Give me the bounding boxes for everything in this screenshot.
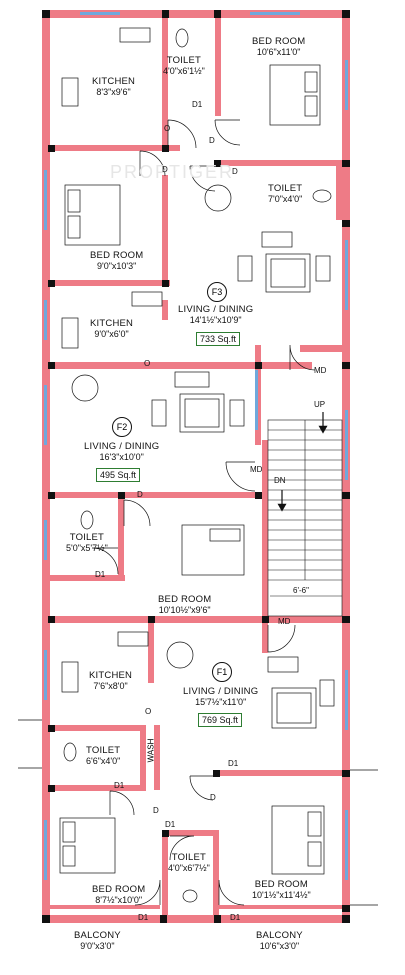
stair-width-tag: 6'-6" (293, 586, 309, 595)
staircase (267, 412, 343, 617)
door-tag: D (232, 167, 238, 176)
opening-tag: O (164, 124, 171, 133)
bed-f1-left-dim: 8'7½"x10'0" (95, 895, 143, 905)
bed-f1-right-dim: 10'1½"x11'4½" (252, 890, 311, 900)
bed-f1-left-label: BED ROOM 8'7½"x10'0" (92, 884, 145, 906)
toilet-top-dim: 4'0"x6'1½" (163, 66, 205, 76)
bed-f1-left-title: BED ROOM (92, 884, 146, 895)
bed-f3-left-dim: 9'0"x10'3" (96, 261, 137, 271)
kitchen-f2-label: KITCHEN 9'0"x6'0" (90, 318, 133, 340)
furniture (59, 27, 335, 903)
living-f2-title: LIVING / DINING (84, 441, 160, 452)
door-tag: D (137, 490, 143, 499)
bed-f2-dim: 10'10½"x9'6" (158, 605, 211, 615)
toilet-f1-dim: 6'6"x4'0" (86, 756, 121, 766)
toilet-top-label: TOILET 4'0"x6'1½" (163, 55, 205, 77)
balcony-right-title: BALCONY (256, 930, 303, 941)
bed-top-right-dim: 10'6"x11'0" (256, 47, 301, 57)
bed-f3-left-title: BED ROOM (90, 250, 144, 261)
flat-f2-marker: F2 (112, 417, 132, 437)
bed-top-right-label: BED ROOM 10'6"x11'0" (252, 36, 305, 58)
bed-f1-right-title: BED ROOM (254, 879, 309, 890)
balcony-right-label: BALCONY 10'6"x3'0" (256, 930, 303, 952)
kitchen-f1-dim: 7'6"x8'0" (93, 681, 128, 691)
door-tag: D (153, 806, 159, 815)
living-f3-label: LIVING / DINING 14'1½"x10'9" (178, 304, 253, 326)
kitchen-top-label: KITCHEN 8'3"x9'6" (92, 76, 135, 98)
opening-tag: O (145, 707, 152, 716)
toilet-f1-label: TOILET 6'6"x4'0" (86, 745, 120, 767)
door-swings (91, 119, 316, 906)
toilet-f1-mid-title: TOILET (171, 852, 207, 863)
main-door-tag: MD (314, 366, 327, 375)
main-door-tag: MD (250, 465, 263, 474)
bed-f2-label: BED ROOM 10'10½"x9'6" (158, 594, 211, 616)
kitchen-top-title: KITCHEN (92, 76, 136, 87)
door-tag: D (210, 793, 216, 802)
toilet-f3-title: TOILET (268, 183, 303, 194)
door-tag: D1 (192, 100, 203, 109)
bed-top-right-title: BED ROOM (252, 36, 306, 47)
living-f1-label: LIVING / DINING 15'7½"x11'0" (183, 686, 258, 708)
flat-f1-marker: F1 (212, 662, 232, 682)
door-tag: D1 (95, 570, 106, 579)
balcony-left-dim: 9'0"x3'0" (80, 941, 115, 951)
bed-f2-title: BED ROOM (158, 594, 212, 605)
door-tag: D1 (165, 820, 176, 829)
area-f2: 495 Sq.ft (96, 468, 141, 482)
kitchen-f1-label: KITCHEN 7'6"x8'0" (89, 670, 132, 692)
door-tag: D1 (114, 781, 125, 790)
living-f1-title: LIVING / DINING (183, 686, 259, 697)
stair-up-tag: UP (314, 400, 326, 409)
living-f1-dim: 15'7½"x11'0" (195, 697, 247, 707)
door-tag: D (162, 165, 168, 174)
area-f3: 733 Sq.ft (196, 332, 241, 346)
toilet-f3-dim: 7'0"x4'0" (268, 194, 303, 204)
wash-label: WASH (146, 738, 156, 763)
door-tag: D1 (228, 759, 239, 768)
projections (18, 719, 378, 906)
bed-f3-left-label: BED ROOM 9'0"x10'3" (90, 250, 143, 272)
watermark: PROPTIGER (110, 162, 235, 182)
door-tag: D (209, 136, 215, 145)
toilet-f1-mid-dim: 4'0"x6'7½" (168, 863, 210, 873)
windows (44, 12, 348, 880)
toilet-top-title: TOILET (166, 55, 202, 66)
main-door-tag: MD (278, 617, 291, 626)
flat-f3-marker: F3 (207, 282, 227, 302)
balcony-left-title: BALCONY (74, 930, 121, 941)
kitchen-f2-title: KITCHEN (90, 318, 134, 329)
stair-down-tag: DN (274, 476, 286, 485)
living-f3-title: LIVING / DINING (178, 304, 254, 315)
bed-f1-right-label: BED ROOM 10'1½"x11'4½" (252, 879, 311, 901)
kitchen-f1-title: KITCHEN (89, 670, 133, 681)
balcony-right-dim: 10'6"x3'0" (259, 941, 300, 951)
kitchen-top-dim: 8'3"x9'6" (96, 87, 131, 97)
living-f2-label: LIVING / DINING 16'3"x10'0" (84, 441, 159, 463)
toilet-f1-title: TOILET (86, 745, 121, 756)
toilet-f2-dim: 5'0"x5'7½" (66, 543, 108, 553)
living-f3-dim: 14'1½"x10'9" (189, 315, 242, 325)
toilet-f2-label: TOILET 5'0"x5'7½" (66, 532, 108, 554)
opening-tag: O (144, 359, 151, 368)
kitchen-f2-dim: 9'0"x6'0" (94, 329, 129, 339)
columns (42, 10, 350, 923)
toilet-f1-mid-label: TOILET 4'0"x6'7½" (168, 852, 210, 874)
balcony-left-label: BALCONY 9'0"x3'0" (74, 930, 121, 952)
living-f2-dim: 16'3"x10'0" (99, 452, 144, 462)
door-tag: D1 (138, 913, 149, 922)
toilet-f2-title: TOILET (69, 532, 105, 543)
area-f1: 769 Sq.ft (198, 713, 243, 727)
toilet-f3-label: TOILET 7'0"x4'0" (268, 183, 302, 205)
door-tag: D1 (230, 913, 241, 922)
